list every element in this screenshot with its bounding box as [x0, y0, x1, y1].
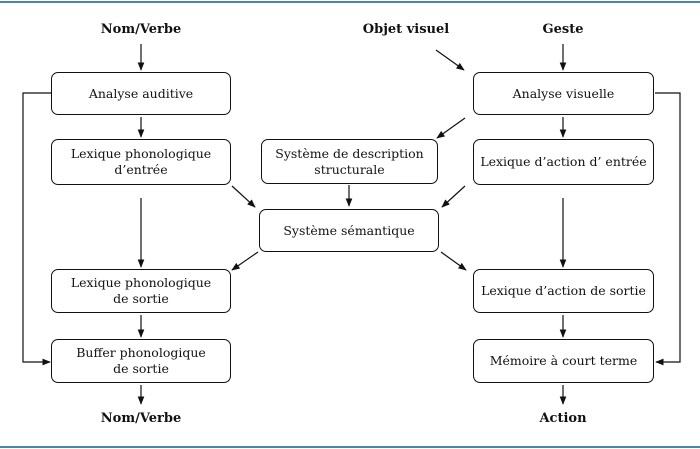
box-lexique-action-entree-text: Lexique d’action d’ entrée	[480, 154, 647, 169]
label-top-objet-visuel: Objet visuel	[362, 22, 450, 37]
arrow-objet-to-analyse-visuelle	[435, 49, 465, 71]
arrow-analyse-visuelle-to-description	[436, 117, 466, 139]
box-analyse-visuelle: Analyse visuelle	[473, 72, 654, 115]
label-bottom-action: Action	[539, 411, 587, 426]
box-systeme-semantique: Système sémantique	[259, 209, 439, 252]
box-lexique-action-sortie-text: Lexique d’action de sortie	[481, 283, 646, 298]
box-analyse-visuelle-text: Analyse visuelle	[512, 85, 615, 101]
box-lexique-phonologique-entree: Lexique phonologique d’entrée	[51, 139, 231, 185]
box-lexique-phonologique-sortie-text: Lexique phonologique de sortie	[70, 275, 212, 306]
box-buffer-phonologique-sortie: Buffer phonologique de sortie	[51, 339, 231, 383]
top-rule	[0, 1, 700, 3]
label-bottom-nom-verbe: Nom/Verbe	[100, 411, 182, 426]
box-analyse-auditive-text: Analyse auditive	[88, 85, 194, 101]
bottom-rule	[0, 446, 700, 448]
arrow-semantique-to-lexique-sortie	[231, 251, 259, 271]
box-systeme-semantique-text: Système sémantique	[283, 222, 415, 238]
box-systeme-description-structurale: Système de description structurale	[261, 139, 438, 184]
box-analyse-auditive: Analyse auditive	[51, 72, 231, 115]
box-lexique-action-entree: Lexique d’action d’ entrée	[473, 139, 654, 185]
box-lexique-action-sortie: Lexique d’action de sortie	[473, 269, 654, 313]
box-memoire-court-terme: Mémoire à court terme	[473, 339, 654, 383]
box-systeme-description-structurale-text: Système de description structurale	[275, 145, 424, 177]
box-lexique-phonologique-sortie: Lexique phonologique de sortie	[51, 269, 231, 313]
box-buffer-phonologique-sortie-text: Buffer phonologique de sortie	[76, 345, 206, 376]
arrow-semantique-to-action-sortie	[440, 251, 467, 271]
label-top-geste: Geste	[542, 22, 584, 37]
label-top-nom-verbe: Nom/Verbe	[100, 22, 182, 37]
arrow-lexique-entree-to-semantique	[231, 185, 256, 208]
arrow-right-bypass	[655, 92, 681, 366]
arrow-left-bypass	[22, 92, 51, 366]
box-memoire-court-terme-text: Mémoire à court terme	[489, 353, 638, 368]
arrow-action-entree-to-semantique	[441, 185, 466, 208]
box-lexique-phonologique-entree-text: Lexique phonologique d’entrée	[70, 146, 212, 177]
